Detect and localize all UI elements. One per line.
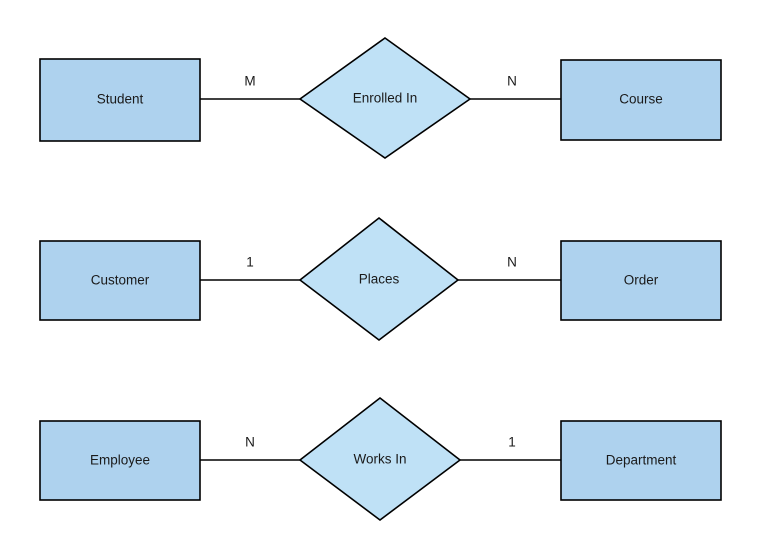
relationship-label-enrolled-in: Enrolled In bbox=[353, 91, 418, 106]
relationship-diamond-enrolled-in[interactable] bbox=[298, 37, 472, 159]
relationship-group-works-in: Employee Works In Department N 1 bbox=[39, 396, 722, 521]
entity-label-customer: Customer bbox=[91, 273, 150, 288]
entity-label-course: Course bbox=[619, 92, 663, 107]
entity-box-student[interactable] bbox=[39, 58, 201, 142]
cardinality-label-order-side: N bbox=[507, 255, 517, 270]
cardinality-label-student-side: M bbox=[244, 74, 255, 89]
entity-label-employee: Employee bbox=[90, 453, 150, 468]
entity-label-department: Department bbox=[606, 453, 677, 468]
cardinality-label-course-side: N bbox=[507, 74, 517, 89]
relationship-diamond-works-in[interactable] bbox=[298, 396, 462, 521]
relationship-label-works-in: Works In bbox=[353, 452, 406, 467]
relationship-label-places: Places bbox=[359, 272, 400, 287]
entity-box-order[interactable] bbox=[560, 240, 722, 321]
entity-label-student: Student bbox=[97, 92, 144, 107]
entity-box-employee[interactable] bbox=[39, 420, 201, 501]
cardinality-label-department-side: 1 bbox=[508, 435, 516, 450]
relationship-diamond-places[interactable] bbox=[298, 216, 460, 342]
relationship-group-enrolled-in: Student Enrolled In Course M N bbox=[39, 37, 722, 159]
entity-label-order: Order bbox=[624, 273, 659, 288]
cardinality-label-employee-side: N bbox=[245, 435, 255, 450]
entity-box-department[interactable] bbox=[560, 420, 722, 501]
entity-box-customer[interactable] bbox=[39, 240, 201, 321]
entity-box-course[interactable] bbox=[560, 59, 722, 141]
cardinality-label-customer-side: 1 bbox=[246, 255, 254, 270]
relationship-group-places: Customer Places Order 1 N bbox=[39, 216, 722, 342]
